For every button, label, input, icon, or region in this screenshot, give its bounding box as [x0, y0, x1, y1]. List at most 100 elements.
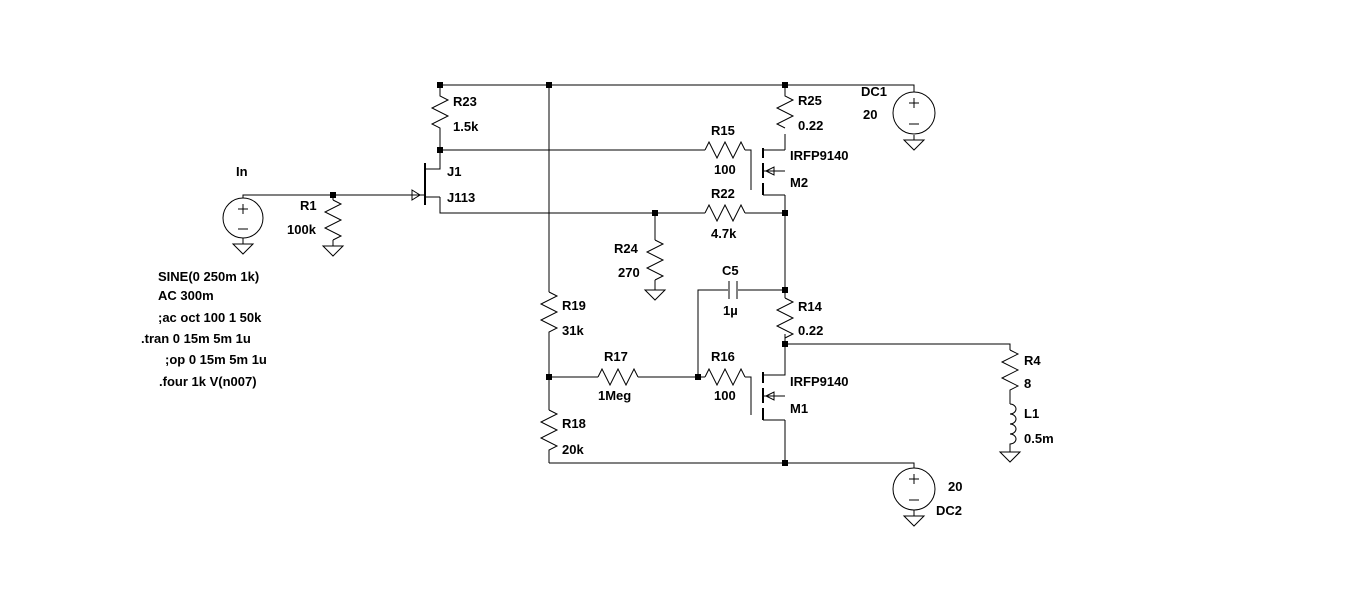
dc1-source-circle: [892, 91, 936, 135]
directive-line[interactable]: .four 1k V(n007): [159, 374, 257, 389]
r1-value: 100k: [287, 222, 317, 237]
m1-leads: [763, 350, 786, 421]
r19-name: R19: [562, 298, 586, 313]
c5-value: 1µ: [723, 303, 738, 318]
in-source[interactable]: [222, 197, 264, 239]
j1-gate-arrow-icon: [411, 189, 421, 201]
r22-value: 4.7k: [711, 226, 737, 241]
ground-icon: [902, 139, 926, 151]
r18-name: R18: [562, 416, 586, 431]
labels: R23 1.5k R25 0.22 DC1 20 R15 100 IRFP914…: [141, 84, 1054, 518]
r24-resistor[interactable]: [645, 239, 665, 281]
m1-model: IRFP9140: [790, 374, 849, 389]
r19-resistor[interactable]: [539, 291, 559, 340]
junction: [782, 287, 788, 293]
junction: [437, 82, 443, 88]
l1-value: 0.5m: [1024, 431, 1054, 446]
r18-resistor[interactable]: [539, 409, 559, 452]
j1-leads: [425, 163, 441, 198]
junction: [652, 210, 658, 216]
r16-value: 100: [714, 388, 736, 403]
r4-value: 8: [1024, 376, 1031, 391]
r15-value: 100: [714, 162, 736, 177]
directive-line[interactable]: ;op 0 15m 5m 1u: [165, 352, 267, 367]
ground-icon: [998, 451, 1022, 463]
wires: [242, 84, 1011, 516]
r16-resistor[interactable]: [704, 367, 746, 387]
c5-wires: [697, 289, 785, 377]
ground-icon: [321, 245, 345, 257]
in-name: In: [236, 164, 248, 179]
load-wire: [785, 343, 1011, 350]
r1-resistor[interactable]: [323, 199, 343, 241]
r22-name: R22: [711, 186, 735, 201]
m1-body-arrow-icon: [764, 391, 775, 401]
j1-model: J113: [447, 190, 475, 205]
dc1-name: DC1: [861, 84, 887, 99]
l1-inductor[interactable]: [1009, 403, 1017, 446]
dc1-polarity-icon: [909, 98, 919, 125]
m2-body-arrow-icon: [764, 166, 775, 176]
r14-value: 0.22: [798, 323, 823, 338]
r15-m2-gate-wire: [745, 149, 752, 165]
junction: [782, 82, 788, 88]
r15-resistor[interactable]: [704, 140, 746, 160]
bottom-rail-wire: [549, 462, 915, 468]
r1-name: R1: [300, 198, 317, 213]
r14-resistor[interactable]: [775, 297, 795, 339]
c5-capacitor[interactable]: [728, 281, 738, 299]
dc2-name: DC2: [936, 503, 962, 518]
ground-icon: [643, 289, 667, 301]
j1-jfet[interactable]: [411, 163, 441, 205]
r18-value: 20k: [562, 442, 584, 457]
r25-value: 0.22: [798, 118, 823, 133]
dc2-source[interactable]: [892, 467, 936, 511]
dc2-value: 20: [948, 479, 962, 494]
m1-mosfet[interactable]: [750, 350, 786, 421]
top-rail-wire: [440, 84, 915, 92]
j1-source-r22-wire: [439, 197, 705, 214]
junctions: [330, 82, 788, 466]
directive-line[interactable]: AC 300m: [158, 288, 214, 303]
dc1-value: 20: [863, 107, 877, 122]
m1-name: M1: [790, 401, 808, 416]
ground-icon: [902, 515, 926, 527]
junction: [546, 82, 552, 88]
dc1-source[interactable]: [892, 91, 936, 135]
r25-resistor[interactable]: [775, 92, 795, 129]
input-wire: [242, 194, 413, 198]
c5-name: C5: [722, 263, 739, 278]
directive-line[interactable]: ;ac oct 100 1 50k: [158, 310, 262, 325]
junction: [782, 210, 788, 216]
m2-name: M2: [790, 175, 808, 190]
junction: [782, 460, 788, 466]
directive-line[interactable]: .tran 0 15m 5m 1u: [141, 331, 251, 346]
r23-value: 1.5k: [453, 119, 479, 134]
m2-mosfet[interactable]: [750, 148, 785, 196]
junction: [437, 147, 443, 153]
r15-name: R15: [711, 123, 735, 138]
r23-name: R23: [453, 94, 477, 109]
r24-value: 270: [618, 265, 640, 280]
in-source-polarity-icon: [238, 204, 248, 230]
r4-resistor[interactable]: [1000, 349, 1020, 395]
junction: [782, 341, 788, 347]
r14-name: R14: [798, 299, 823, 314]
dc2-source-circle: [892, 467, 936, 511]
dc2-polarity-icon: [909, 474, 919, 501]
l1-name: L1: [1024, 406, 1039, 421]
r17-name: R17: [604, 349, 628, 364]
r16-m1-gate-wire: [745, 376, 752, 390]
r19-value: 31k: [562, 323, 584, 338]
r23-resistor[interactable]: [430, 92, 450, 136]
r22-resistor[interactable]: [704, 203, 746, 223]
r25-name: R25: [798, 93, 822, 108]
in-source-circle: [222, 197, 264, 239]
r16-name: R16: [711, 349, 735, 364]
r4-name: R4: [1024, 353, 1041, 368]
r17-resistor[interactable]: [597, 367, 639, 387]
r17-value: 1Meg: [598, 388, 631, 403]
junction: [546, 374, 552, 380]
directive-line[interactable]: SINE(0 250m 1k): [158, 269, 259, 284]
